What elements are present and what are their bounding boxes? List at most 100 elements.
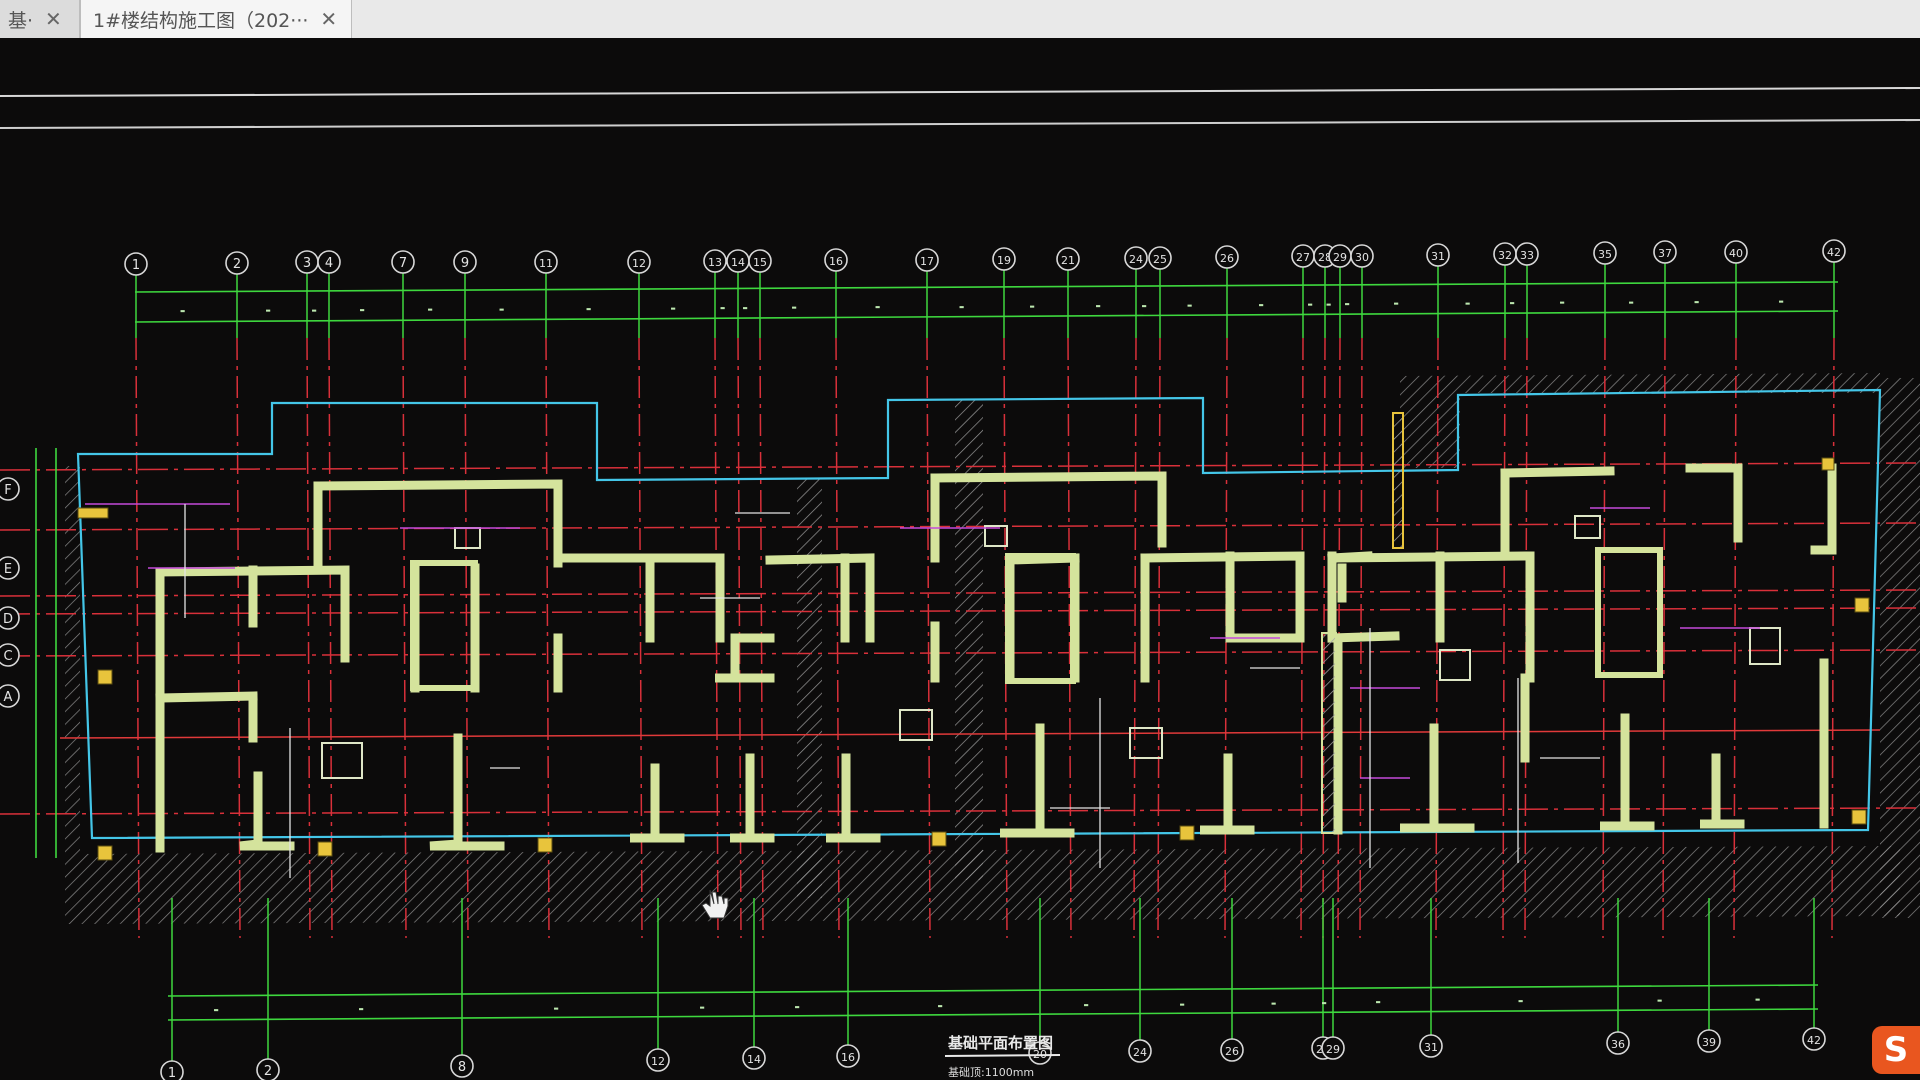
dimension-tick: ▬ <box>792 304 797 312</box>
axis-bubble-bottom: 42 <box>1802 1027 1826 1051</box>
hatch-column <box>1392 412 1404 549</box>
tab-active-drawing[interactable]: 1#楼结构施工图（202··· ✕ <box>80 0 352 38</box>
axis-bubble-bottom: 8 <box>450 1054 474 1078</box>
axis-bubble-bottom: 16 <box>836 1044 860 1068</box>
svg-text:26: 26 <box>1225 1045 1239 1058</box>
axis-line-red <box>1359 337 1363 939</box>
svg-text:42: 42 <box>1807 1034 1821 1047</box>
cad-drawing-canvas[interactable]: ▬▬▬▬▬▬▬▬▬▬▬▬▬▬▬▬▬▬▬▬▬▬▬▬▬▬▬▬▬▬▬▬▬▬▬▬▬▬▬▬… <box>0 38 1920 1080</box>
axis-bubble-top: 11 <box>534 250 558 274</box>
axis-bubble-top: 40 <box>1724 240 1748 264</box>
ime-logo-icon: S <box>1872 1026 1920 1074</box>
svg-text:39: 39 <box>1702 1036 1716 1049</box>
axis-bubble-bottom: 31 <box>1419 1034 1443 1058</box>
dimension-tick: ▬ <box>1096 302 1101 310</box>
dimension-tick: ▬ <box>960 303 965 311</box>
axis-bubble-left: E <box>0 556 20 580</box>
tab-label: 基· <box>8 9 34 32</box>
dimension-tick: ▬ <box>1658 996 1663 1004</box>
title-underline <box>944 1054 1061 1057</box>
dimension-tick: ▬ <box>700 1004 705 1012</box>
axis-line-red <box>714 337 719 939</box>
axis-bubble-top: 4 <box>317 250 341 274</box>
close-icon[interactable]: ✕ <box>45 7 62 31</box>
dimension-line-left <box>35 448 57 858</box>
axis-line-red <box>135 337 140 939</box>
axis-bubble-top: 14 <box>726 249 750 273</box>
tab-previous[interactable]: 基· ✕ <box>0 0 80 38</box>
axis-line-red <box>1157 337 1161 939</box>
axis-bubble-top: 35 <box>1593 241 1617 265</box>
dimension-tick: ▬ <box>1259 301 1264 309</box>
dimension-line-bottom <box>167 984 1819 1021</box>
svg-text:31: 31 <box>1424 1041 1438 1054</box>
close-icon[interactable]: ✕ <box>320 7 338 31</box>
svg-text:21: 21 <box>1061 254 1075 267</box>
svg-text:A: A <box>4 690 13 705</box>
svg-text:31: 31 <box>1431 250 1445 263</box>
svg-text:29: 29 <box>1326 1043 1340 1056</box>
svg-text:4: 4 <box>325 256 333 271</box>
axis-line-red <box>926 337 931 939</box>
axis-bubble-top: 9 <box>453 250 477 274</box>
svg-text:26: 26 <box>1220 252 1234 265</box>
svg-text:E: E <box>4 562 12 577</box>
svg-text:15: 15 <box>753 256 767 269</box>
axis-line-red <box>236 337 241 939</box>
svg-text:30: 30 <box>1355 251 1369 264</box>
axis-bubble-bottom: 29 <box>1321 1036 1345 1060</box>
dimension-text: ▬▬▬▬▬▬▬▬▬▬▬▬▬▬▬▬▬▬▬▬▬▬▬▬▬▬▬▬▬▬▬▬▬▬▬▬▬▬▬▬… <box>181 298 1785 1014</box>
svg-text:C: C <box>3 649 12 664</box>
dimension-tick: ▬ <box>1560 299 1565 307</box>
dimension-tick: ▬ <box>1756 996 1761 1004</box>
drawing-subtitle: 基础顶:1100mm <box>948 1066 1034 1079</box>
axis-line-red <box>464 337 469 939</box>
axis-bubble-bottom: 1 <box>160 1060 184 1080</box>
reference-line <box>0 119 1920 129</box>
axis-bubble-top: 12 <box>627 250 651 274</box>
reference-line <box>0 87 1920 97</box>
axis-line-red <box>835 337 840 939</box>
svg-text:1: 1 <box>132 258 140 273</box>
axis-bubble-top: 19 <box>992 247 1016 271</box>
dimension-tick: ▬ <box>1188 301 1193 309</box>
axis-bubble-bottom: 24 <box>1128 1039 1152 1063</box>
svg-text:3: 3 <box>303 256 311 271</box>
dimension-tick: ▬ <box>1272 1000 1277 1008</box>
svg-text:29: 29 <box>1333 251 1347 264</box>
dimension-tick: ▬ <box>587 305 592 313</box>
dimension-tick: ▬ <box>312 306 317 314</box>
svg-text:24: 24 <box>1129 253 1143 266</box>
axis-bubble-top: 2 <box>225 251 249 275</box>
axis-line-red <box>1322 337 1326 939</box>
drawing-title: 基础平面布置图 <box>947 1034 1053 1052</box>
tab-bar: 基· ✕ 1#楼结构施工图（202··· ✕ <box>0 0 1920 39</box>
dimension-tick: ▬ <box>938 1002 943 1010</box>
axis-line-red <box>1003 337 1008 939</box>
axis-bubble-top: 7 <box>391 250 415 274</box>
dimension-tick: ▬ <box>1510 299 1515 307</box>
axis-bubble-top: 16 <box>824 248 848 272</box>
svg-text:40: 40 <box>1729 247 1743 260</box>
svg-text:42: 42 <box>1827 246 1841 259</box>
dimension-tick: ▬ <box>1322 999 1327 1007</box>
axis-bubble-top: 15 <box>748 249 772 273</box>
axis-bubble-left: A <box>0 684 20 708</box>
axis-line-red <box>1435 337 1439 939</box>
axis-line-red <box>1067 337 1072 939</box>
foundation-outline <box>76 388 1882 840</box>
dimension-tick: ▬ <box>500 305 505 313</box>
svg-text:8: 8 <box>458 1060 466 1075</box>
dimension-tick: ▬ <box>1345 300 1350 308</box>
axis-line-red <box>1662 337 1666 939</box>
axis-bubble-left: D <box>0 606 20 630</box>
dimension-tick: ▬ <box>266 307 271 315</box>
axis-line-red <box>1602 337 1606 939</box>
svg-text:11: 11 <box>539 257 553 270</box>
dimension-tick: ▬ <box>1466 299 1471 307</box>
svg-text:24: 24 <box>1133 1046 1147 1059</box>
svg-text:14: 14 <box>747 1053 761 1066</box>
detail-boxes <box>321 515 1781 779</box>
dimension-tick: ▬ <box>1030 302 1035 310</box>
axis-line-red <box>1337 337 1341 939</box>
